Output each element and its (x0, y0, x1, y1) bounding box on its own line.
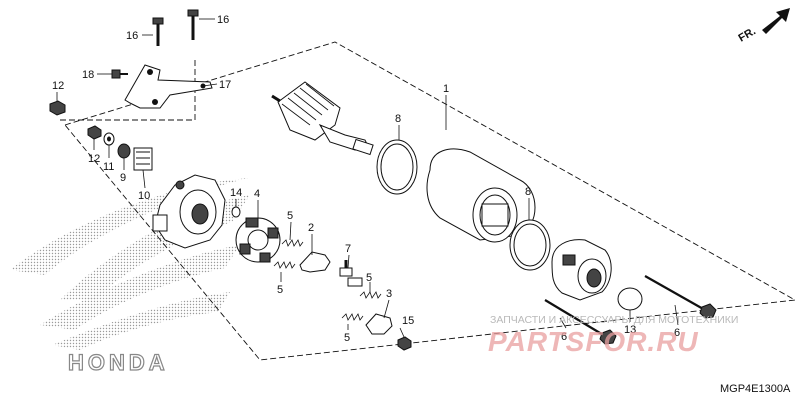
callout-5c: 5 (366, 272, 372, 284)
o-ring-8-left (376, 139, 418, 195)
washer-14 (231, 206, 241, 218)
callout-12-lower: 12 (88, 153, 100, 165)
callout-16-left: 16 (126, 30, 138, 42)
long-bolt-6-right (644, 275, 717, 319)
callout-17: 17 (219, 79, 231, 91)
bracket-17 (124, 64, 213, 109)
callout-2: 2 (308, 222, 314, 234)
callout-7: 7 (345, 243, 351, 255)
terminal-bolt-7 (339, 260, 363, 287)
callout-8-right: 8 (525, 186, 531, 198)
armature (271, 81, 374, 156)
long-bolt-6-left (544, 299, 617, 345)
o-ring-8-right (509, 219, 551, 271)
o-ring-13 (617, 287, 643, 311)
callout-13: 13 (624, 324, 636, 336)
callout-8-left: 8 (395, 113, 401, 125)
callout-6a: 6 (561, 331, 567, 343)
callout-1: 1 (443, 83, 449, 95)
brush-2 (299, 251, 331, 273)
assembly-frame (64, 41, 797, 361)
bolt-16-right (187, 9, 199, 40)
front-direction-label: FR. (737, 25, 758, 44)
bracket-frame (60, 60, 196, 121)
yoke-housing (426, 148, 536, 243)
callout-6b: 6 (674, 327, 680, 339)
diagram-code: MGP4E1300A (720, 383, 791, 395)
front-cover (551, 239, 612, 301)
brush-3 (365, 313, 393, 335)
bolt-16-left (152, 17, 164, 46)
callout-14: 14 (230, 187, 242, 199)
watermark-site: PARTSFOR.RU (488, 326, 699, 357)
callout-12-top: 12 (52, 80, 64, 92)
spring-5a (281, 239, 304, 247)
spring-5b (273, 261, 296, 269)
honda-logo-text: HONDA (68, 350, 169, 375)
callout-15: 15 (402, 315, 414, 327)
nut-15 (397, 336, 412, 351)
callout-10: 10 (138, 190, 150, 202)
rear-cover (152, 174, 226, 249)
spring-5d (341, 313, 364, 321)
nut-12-top (49, 100, 66, 116)
callout-5b: 5 (277, 284, 283, 296)
callout-4: 4 (254, 188, 260, 200)
callout-18: 18 (82, 69, 94, 81)
bolt-18 (111, 69, 128, 79)
front-direction-arrow (762, 8, 790, 34)
nut-12-lower (87, 125, 102, 140)
callout-3: 3 (386, 288, 392, 300)
brush-holder-4 (235, 217, 281, 263)
o-ring-9 (117, 143, 131, 159)
callout-16-right: 16 (217, 14, 229, 26)
callout-11: 11 (103, 161, 114, 173)
callout-9: 9 (120, 172, 126, 184)
spring-5c (359, 291, 382, 299)
watermark-tagline: ЗАПЧАСТИ И АКСЕССУАРЫ ДЛЯ МОТОТЕХНИКИ (490, 314, 738, 326)
callout-5a: 5 (287, 210, 293, 222)
callout-5d: 5 (344, 332, 350, 344)
terminal-10 (133, 147, 153, 171)
